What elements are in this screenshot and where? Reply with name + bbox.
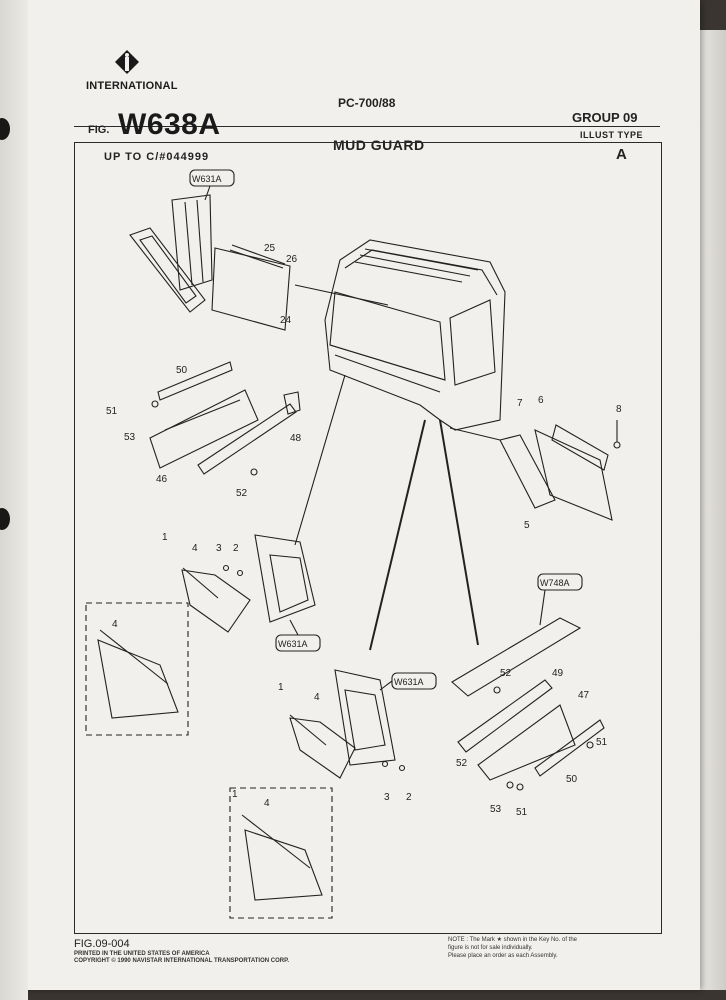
callout-52: 52 <box>500 668 512 679</box>
binder-hole <box>0 508 10 530</box>
flap-part-24 <box>211 247 291 331</box>
stay-part-5 <box>499 434 556 509</box>
mudguard-panel-46 <box>149 389 259 469</box>
fig-prefix: FIG. <box>88 124 110 136</box>
callout-52: 52 <box>236 488 248 499</box>
page-title: MUD GUARD <box>333 137 425 153</box>
rail-part-50 <box>534 719 605 777</box>
group-label: GROUP 09 <box>572 110 638 125</box>
callout-26: 26 <box>286 254 298 265</box>
note-line: Please place an order as each Assembly. <box>448 953 558 959</box>
note-line: NOTE : The Mark ★ shown in the Key No. o… <box>448 937 577 943</box>
mudguard-frame-part <box>254 534 316 623</box>
callout-2: 2 <box>233 543 239 554</box>
printed-line: PRINTED IN THE UNITED STATES OF AMERICA <box>74 951 210 957</box>
binder-hole <box>0 118 10 140</box>
callout-47: 47 <box>578 690 590 701</box>
callout-24: 24 <box>280 315 292 326</box>
ref-box-w748a <box>537 573 583 591</box>
callout-48: 48 <box>290 433 302 444</box>
flap-part-4 <box>181 569 251 633</box>
title-rule <box>74 142 574 143</box>
variant-box <box>229 787 333 919</box>
bracket-part-48 <box>197 403 297 475</box>
mudguard-frame-part <box>334 669 396 766</box>
flap-variant <box>244 829 323 901</box>
callout-3: 3 <box>216 543 222 554</box>
binding-edge <box>0 0 28 1000</box>
rail-part-49 <box>457 679 553 753</box>
mudguard-frame-part <box>129 227 206 313</box>
variant-box <box>85 602 189 736</box>
callout-6: 6 <box>538 395 544 406</box>
callout-50: 50 <box>566 774 578 785</box>
callout-w631a: W631A <box>394 677 424 687</box>
callout-w748a: W748A <box>540 578 570 588</box>
mudguard-panel-7 <box>534 429 613 521</box>
callout-w631a: W631A <box>278 639 308 649</box>
mudguard-panel-47 <box>477 704 576 781</box>
footer-note: NOTE : The Mark ★ shown in the Key No. o… <box>448 936 648 960</box>
callout-1: 1 <box>162 532 168 543</box>
callout-w631a: W631A <box>192 174 222 184</box>
catalog-code: PC-700/88 <box>338 96 396 110</box>
bracket-w748a <box>451 617 582 697</box>
callout-49: 49 <box>552 668 564 679</box>
callout-4: 4 <box>112 619 118 630</box>
printed-notice: PRINTED IN THE UNITED STATES OF AMERICA … <box>74 951 289 965</box>
footer-figure-code: FIG.09-004 <box>74 938 130 950</box>
callout-25: 25 <box>264 243 276 254</box>
figure-number: W638A <box>118 108 221 141</box>
callout-4: 4 <box>264 798 270 809</box>
ref-box-w631a <box>189 169 235 187</box>
callout-51: 51 <box>516 807 528 818</box>
rail-part-50 <box>157 361 233 401</box>
callout-53: 53 <box>490 804 502 815</box>
callout-53: 53 <box>124 432 136 443</box>
copyright-line: COPYRIGHT © 1990 NAVISTAR INTERNATIONAL … <box>74 958 289 964</box>
callout-51: 51 <box>596 737 608 748</box>
callout-3: 3 <box>384 792 390 803</box>
illust-type-value: A <box>616 146 627 163</box>
illust-type-label: ILLUST TYPE <box>580 130 644 140</box>
flap-variant <box>97 639 179 719</box>
callout-1: 1 <box>232 789 238 800</box>
callout-2: 2 <box>406 792 412 803</box>
support-plate-part <box>171 194 213 291</box>
catalog-page: INTERNATIONAL PC-700/88 GROUP 09 FIG. W6… <box>0 0 700 1000</box>
callout-7: 7 <box>517 398 523 409</box>
callout-4: 4 <box>314 692 320 703</box>
international-logo-icon <box>115 50 139 74</box>
exploded-parts-diagram: W631A 25 26 24 50 51 53 48 46 52 7 6 8 5… <box>85 169 622 919</box>
callout-4: 4 <box>192 543 198 554</box>
callout-46: 46 <box>156 474 168 485</box>
note-line: figure is not for sale individually. <box>448 945 533 951</box>
callout-50: 50 <box>176 365 188 376</box>
callout-51: 51 <box>106 406 118 417</box>
callout-8: 8 <box>616 404 622 415</box>
header-rule <box>74 126 660 127</box>
flap-part-4 <box>289 717 356 779</box>
callout-1: 1 <box>278 682 284 693</box>
callout-52: 52 <box>456 758 468 769</box>
brand-name: INTERNATIONAL <box>86 80 178 92</box>
callout-5: 5 <box>524 520 530 531</box>
rail-part-6 <box>551 424 609 471</box>
serial-note: UP TO C/#044999 <box>104 151 210 163</box>
truck-cab-part <box>324 239 506 431</box>
